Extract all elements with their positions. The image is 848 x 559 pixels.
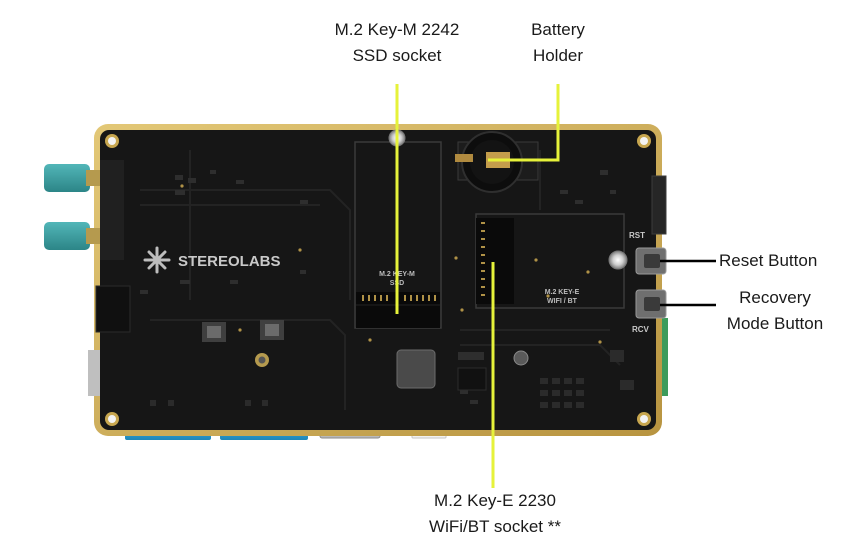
battery-holder-callout-line-2: Holder (532, 46, 584, 65)
battery-holder-callout-line-1: Battery (531, 20, 585, 39)
wifi-slot-text-1: M.2 KEY-E (545, 289, 580, 296)
ssd-socket-callout-line-2: SSD socket (352, 46, 442, 65)
wifi-m2-socket: M.2 KEY-E WIFI / BT (475, 213, 625, 366)
callout-lines (395, 84, 716, 488)
recovery-button-callout: Recovery Mode Button (712, 285, 838, 337)
wifi-socket-callout-line-1: M.2 Key-E 2230 (434, 491, 556, 510)
ssd-socket-callout: M.2 Key-M 2242 SSD socket (313, 17, 481, 69)
wifi-slot-text-2: WIFI / BT (547, 298, 578, 305)
pcb-board (94, 124, 662, 436)
buttons: RST RCV (608, 175, 667, 334)
stereolabs-logo: STEREOLABS (143, 246, 281, 274)
antenna-connectors (44, 160, 131, 396)
wifi-standoff (513, 350, 529, 366)
stereolabs-brand-text: STEREOLABS (178, 253, 281, 270)
wifi-socket-callout: M.2 Key-E 2230 WiFi/BT socket ** (400, 488, 590, 540)
reset-button-callout-text: Reset Button (719, 251, 818, 270)
rcv-marker: RCV (632, 325, 650, 334)
battery-holder-callout: Battery Holder (508, 17, 608, 69)
wifi-socket-callout-line-2: WiFi/BT socket ** (429, 517, 561, 536)
power-components (150, 320, 634, 408)
ssd-socket-callout-line-1: M.2 Key-M 2242 (334, 20, 460, 39)
battery-callout-line (488, 84, 560, 162)
recovery-button-callout-line-1: Recovery (739, 288, 811, 307)
rst-marker: RST (629, 231, 645, 240)
recovery-button-callout-line-2: Mode Button (726, 314, 824, 333)
reset-button-callout: Reset Button (719, 248, 844, 274)
main-inductor (396, 349, 436, 389)
